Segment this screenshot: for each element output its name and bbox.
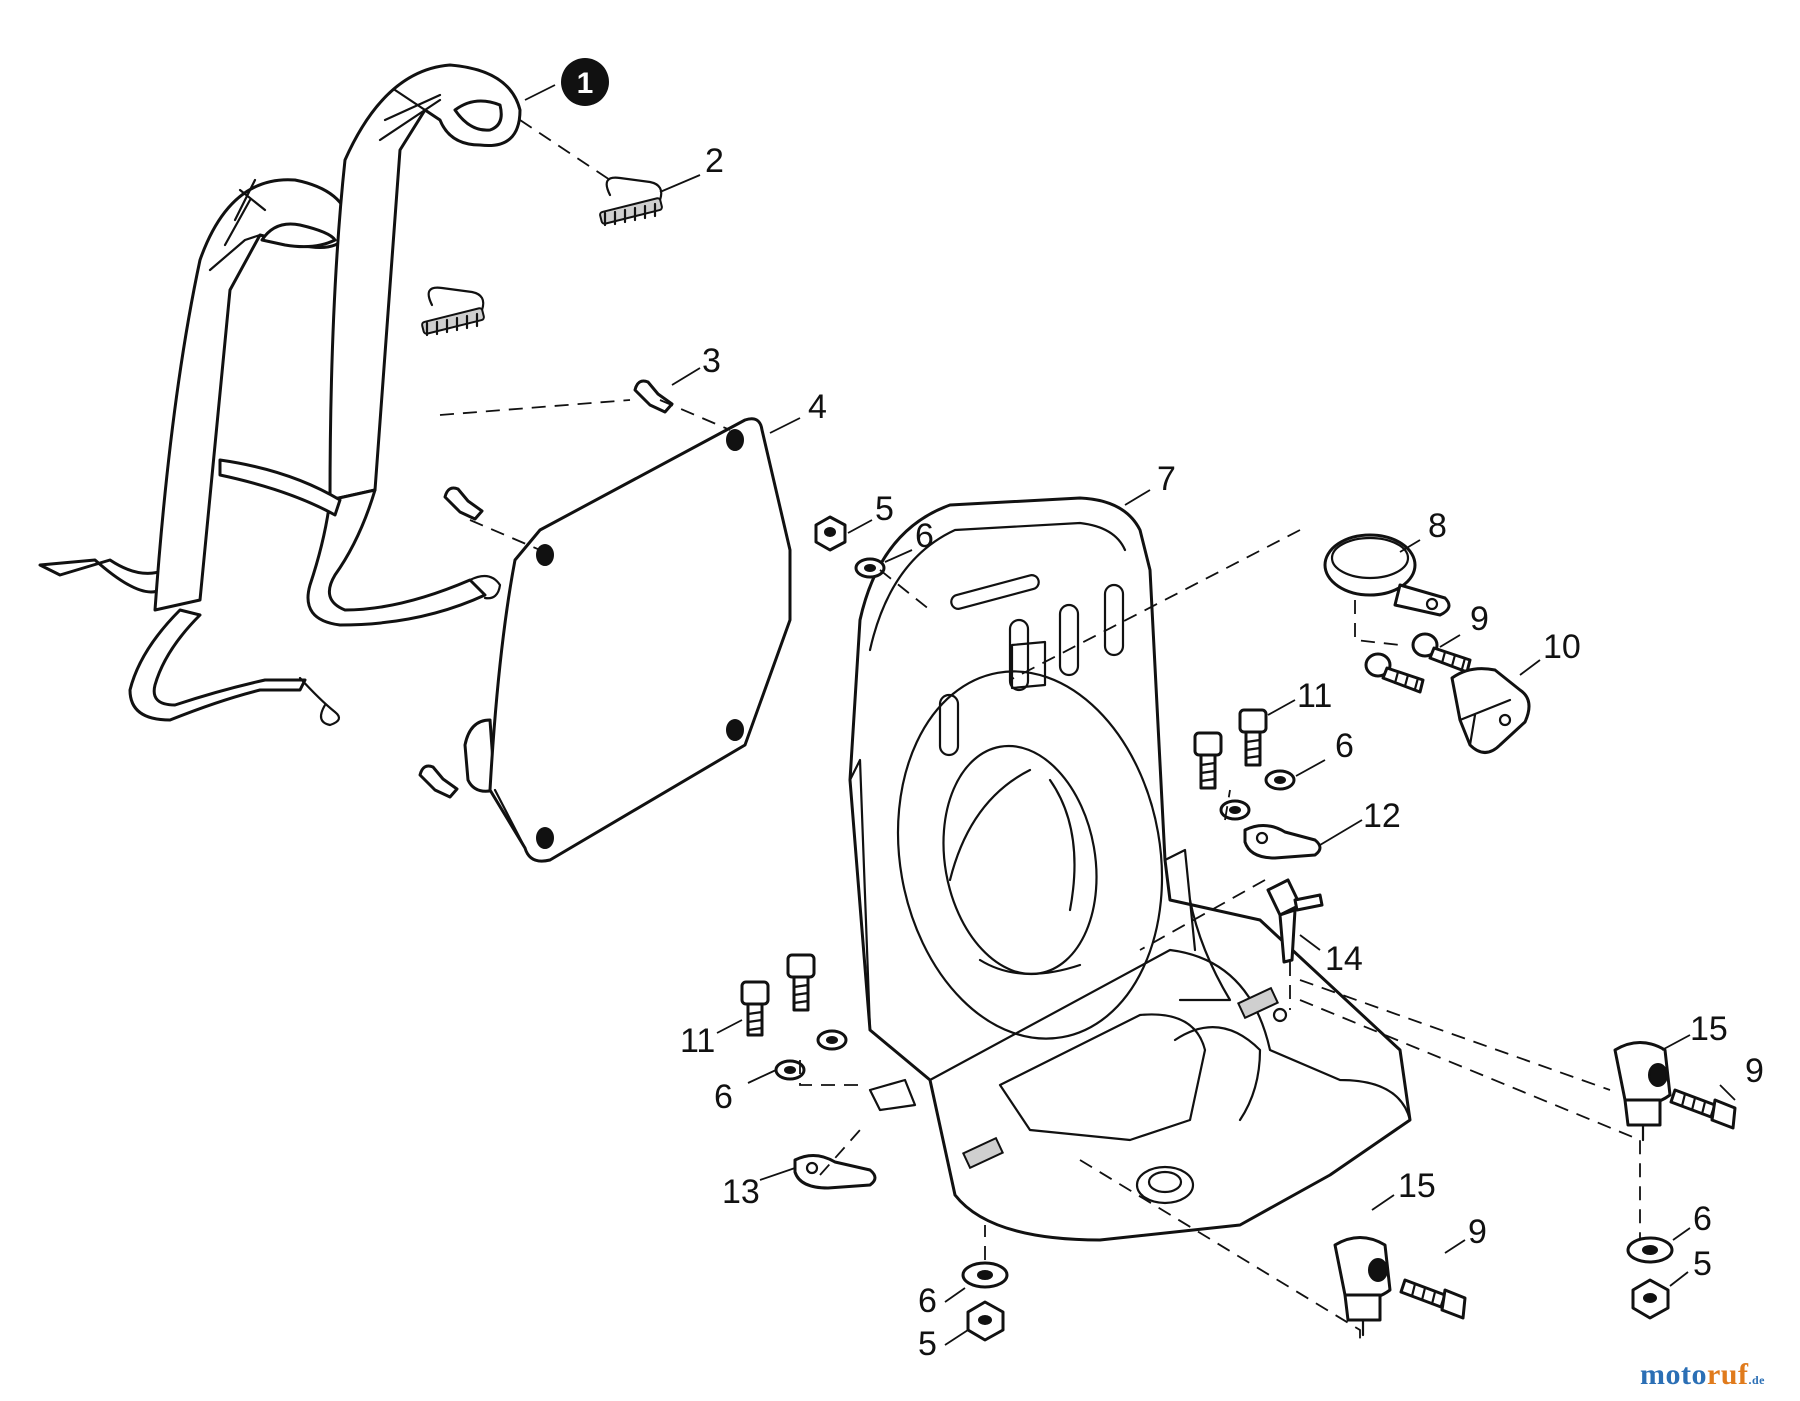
anti-vibration-mount-center [1333, 1236, 1392, 1337]
callout-1-badge [561, 58, 609, 106]
washer-upper-right [1264, 769, 1296, 791]
site-watermark: motoruf.de [1640, 1358, 1765, 1392]
push-rivet-top [633, 379, 674, 414]
shoulder-strap-assembly [38, 63, 522, 727]
washer-bottom-right [1626, 1236, 1674, 1264]
callout-6-bottom-right: 6 [1693, 1200, 1712, 1238]
callout-2: 2 [705, 142, 724, 180]
callout-5-top: 5 [875, 490, 894, 528]
washer-bottom-center [961, 1261, 1009, 1289]
hex-bolt-upper [1411, 632, 1472, 674]
washer-top [854, 557, 886, 579]
watermark-tld: .de [1748, 1373, 1765, 1387]
callout-3: 3 [702, 342, 721, 380]
strap-buckle-upper [599, 176, 663, 227]
socket-bolt-upper-left [1193, 731, 1223, 790]
washer-lower-right [816, 1029, 848, 1051]
callout-4: 4 [808, 388, 827, 426]
wire-connector [1266, 878, 1324, 964]
callout-5-bottom-right: 5 [1693, 1245, 1712, 1283]
pipe-clamp [1323, 533, 1451, 617]
socket-bolt-upper-right [1238, 708, 1268, 767]
socket-bolt-lower-right [786, 953, 816, 1012]
callout-11-lower: 11 [680, 1022, 715, 1060]
callout-14: 14 [1325, 940, 1363, 978]
socket-bolt-lower-left [740, 980, 770, 1037]
callout-1: 1 [577, 67, 594, 100]
callout-15-center: 15 [1398, 1167, 1436, 1205]
callout-9-upper: 9 [1470, 600, 1489, 638]
callout-10: 10 [1543, 628, 1581, 666]
callout-7: 7 [1157, 460, 1176, 498]
callout-6-bottom-center: 6 [918, 1282, 937, 1320]
watermark-part-1: moto [1640, 1358, 1707, 1391]
callout-6-upper-right: 6 [1335, 727, 1354, 765]
callout-12: 12 [1363, 797, 1401, 835]
anti-vibration-mount-right [1613, 1041, 1672, 1142]
back-pad [463, 417, 792, 863]
push-rivet-middle [443, 486, 484, 521]
washer-upper-left [1219, 799, 1251, 821]
callout-6-lower-left: 6 [714, 1078, 733, 1116]
callout-6-top: 6 [915, 517, 934, 555]
callout-labels: 1 2 3 4 5 6 7 8 9 10 11 6 12 14 11 6 13 … [561, 58, 1764, 1363]
callout-5-bottom-center: 5 [918, 1325, 937, 1363]
callout-9-center: 9 [1468, 1213, 1487, 1251]
push-rivet-bottom [418, 764, 459, 799]
hose-clip-lower [793, 1154, 877, 1190]
flange-nut-bottom-center [966, 1300, 1005, 1342]
watermark-part-2: ruf [1706, 1358, 1749, 1391]
hex-bolt-right [1669, 1088, 1737, 1130]
callout-15-right: 15 [1690, 1010, 1728, 1048]
callout-leaders [524, 84, 1736, 1346]
handle-bracket [1450, 667, 1531, 754]
back-frame [848, 496, 1412, 1242]
assembly-lines [439, 119, 1641, 1340]
callout-11-upper: 11 [1297, 677, 1332, 715]
hose-clip-upper [1243, 824, 1322, 860]
callout-8: 8 [1428, 507, 1447, 545]
hex-bolt-center [1399, 1278, 1467, 1320]
flange-nut-top [814, 515, 847, 552]
flange-nut-bottom-right [1631, 1278, 1670, 1320]
callout-9-right: 9 [1745, 1052, 1764, 1090]
strap-buckle-lower [421, 286, 485, 337]
callout-13: 13 [722, 1173, 760, 1211]
hex-bolt-middle-left [1364, 652, 1425, 694]
